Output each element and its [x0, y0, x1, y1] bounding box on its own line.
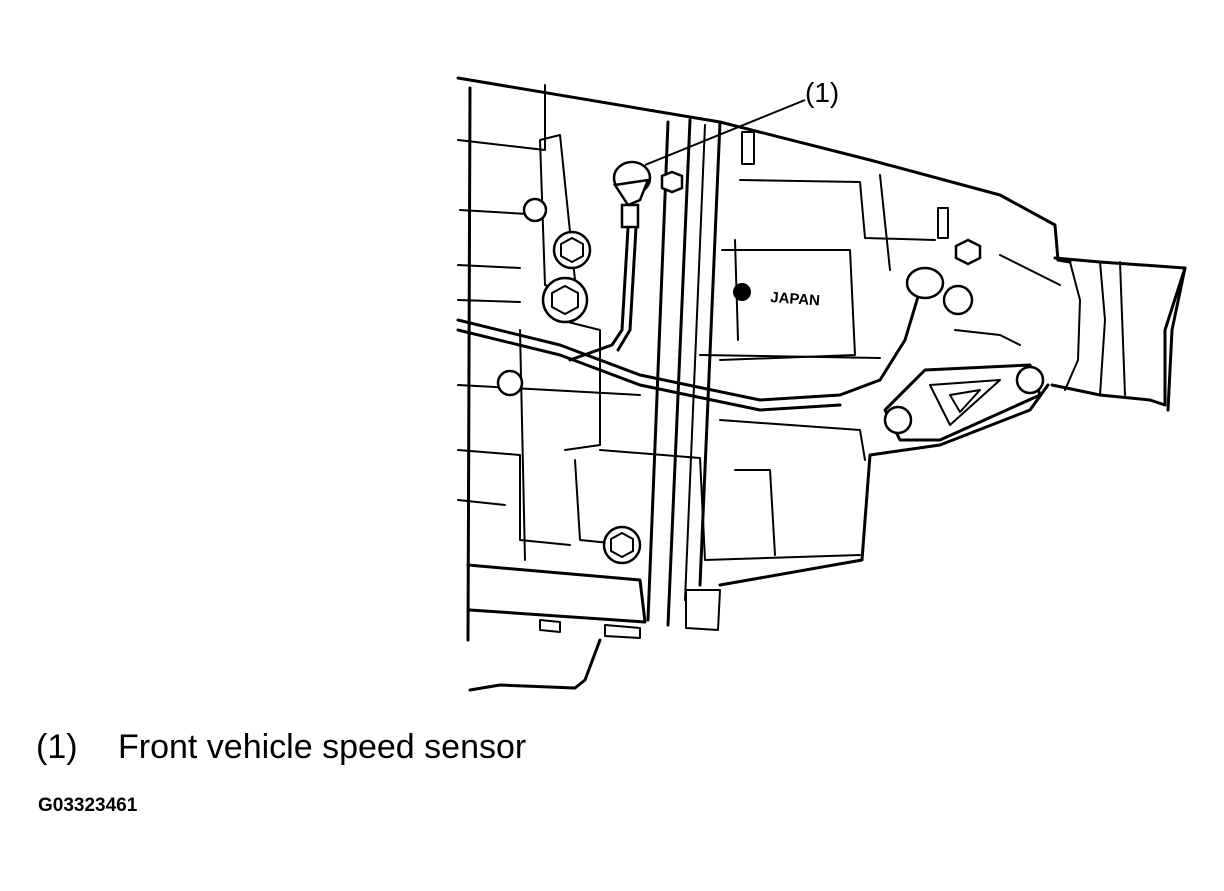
figure-code: G03323461 [38, 795, 138, 816]
legend-text: Front vehicle speed sensor [118, 728, 527, 766]
japan-stamp: JAPAN [733, 283, 821, 309]
mark-icon [733, 283, 751, 301]
transmission-case [456, 76, 1072, 642]
mount-bracket [883, 363, 1045, 442]
callout-leader-line [644, 99, 806, 166]
case-ribs [468, 118, 722, 692]
legend-number: (1) [36, 728, 78, 766]
legend-item: (1) Front vehicle speed sensor [36, 728, 526, 767]
front-vehicle-speed-sensor [612, 160, 652, 229]
output-flange [1050, 256, 1187, 412]
callout-label: (1) [805, 77, 839, 108]
bolts [496, 131, 982, 565]
sensor-harness [456, 226, 945, 412]
case-stamp-text: JAPAN [770, 289, 821, 309]
